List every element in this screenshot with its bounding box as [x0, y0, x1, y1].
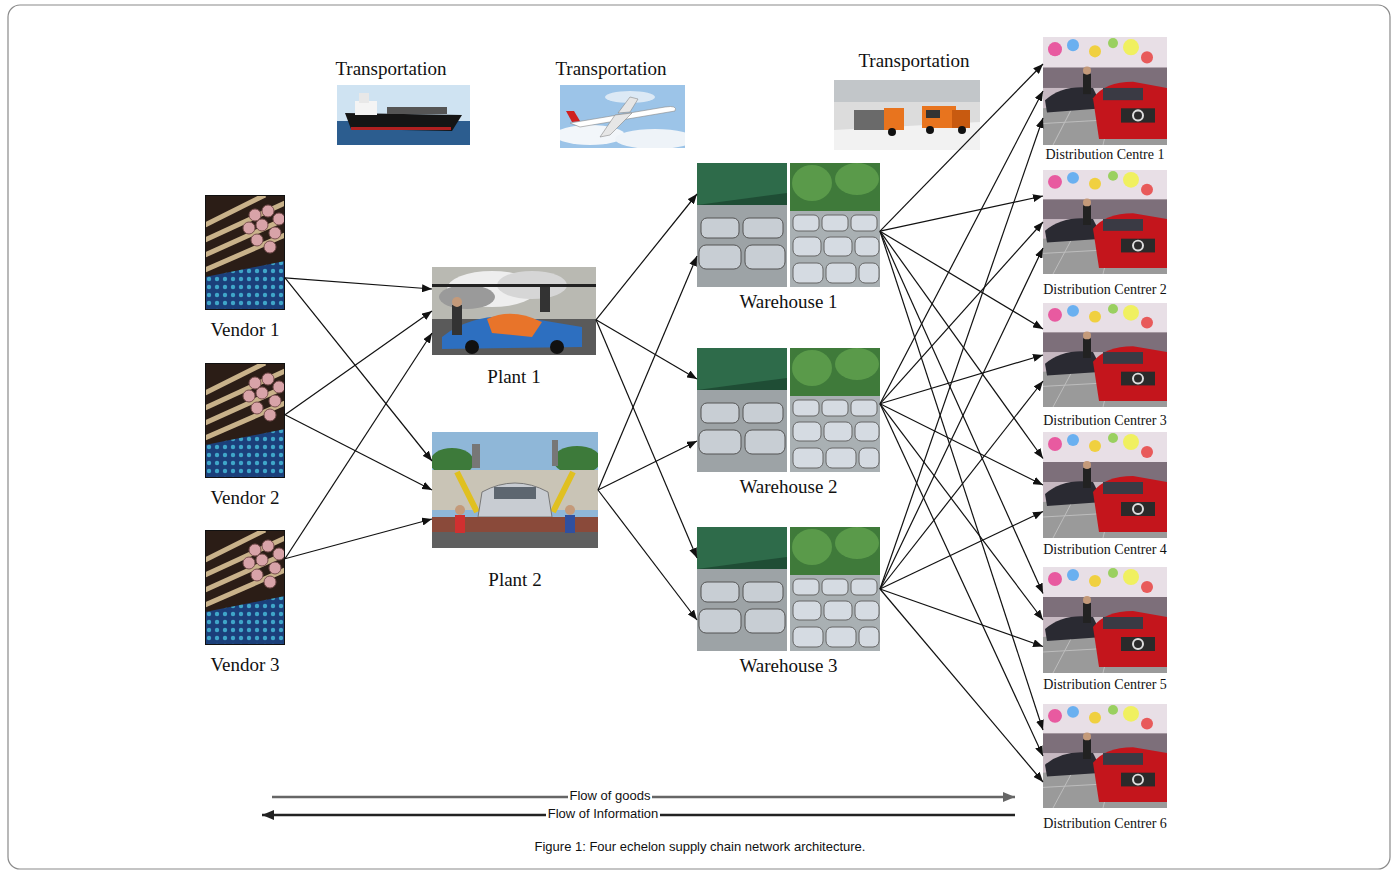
flow-arrow	[596, 320, 697, 558]
flow-arrow	[880, 196, 1043, 231]
transport-label: Transportation	[555, 58, 666, 80]
flow-arrow	[880, 231, 1043, 458]
distribution-node: Distribution Centrer 5	[1043, 567, 1167, 673]
flow-arrow	[598, 490, 697, 620]
flow-arrow	[880, 589, 1043, 782]
flow-arrow	[880, 231, 1043, 329]
node-caption: Plant 1	[487, 367, 540, 388]
flow-arrow	[285, 415, 432, 490]
flow-arrow	[880, 248, 1043, 589]
flow-arrow	[285, 519, 432, 559]
flow-arrow	[880, 512, 1043, 590]
node-caption: Warehouse 1	[739, 292, 837, 313]
vendor-node: Vendor 2	[205, 363, 285, 478]
flow-arrow	[596, 194, 697, 320]
flow-arrow	[285, 278, 432, 289]
flow-arrow	[880, 404, 1043, 485]
flow-arrow	[880, 404, 1043, 620]
distribution-node: Distribution Centrer 3	[1043, 303, 1167, 407]
flow-arrow	[880, 222, 1043, 404]
distribution-node: Distribution Centre 1	[1043, 37, 1167, 145]
flow-arrow	[596, 320, 697, 379]
flow-arrow	[880, 404, 1043, 756]
node-caption: Distribution Centrer 2	[1043, 282, 1167, 297]
node-caption: Distribution Centre 1	[1046, 147, 1165, 162]
node-caption: Distribution Centrer 5	[1043, 677, 1167, 692]
flow-arrow	[285, 278, 432, 461]
flow-arrow	[285, 333, 432, 559]
node-caption: Warehouse 2	[739, 477, 837, 498]
flow-arrow	[880, 381, 1043, 589]
vendor-node: Vendor 1	[205, 195, 285, 310]
flow-arrow	[880, 64, 1043, 231]
warehouse-node: Warehouse 1	[697, 163, 880, 287]
plant-node: Plant 2	[432, 432, 598, 548]
flow-label: Flow of Information	[546, 807, 661, 822]
flow-label: Flow of goods	[568, 789, 653, 804]
warehouse-node: Warehouse 2	[697, 348, 880, 472]
flow-arrow	[880, 231, 1043, 593]
flow-arrow	[880, 118, 1043, 589]
vendor-node: Vendor 3	[205, 530, 285, 645]
flow-arrow	[598, 441, 697, 490]
distribution-node: Distribution Centrer 2	[1043, 170, 1167, 274]
distribution-node: Distribution Centrer 4	[1043, 432, 1167, 538]
plant-node: Plant 1	[432, 267, 596, 355]
flow-arrow	[880, 91, 1043, 404]
node-caption: Vendor 3	[210, 655, 279, 676]
node-caption: Vendor 1	[210, 320, 279, 341]
flow-arrow	[285, 311, 432, 415]
warehouse-node: Warehouse 3	[697, 527, 880, 651]
node-caption: Distribution Centrer 4	[1043, 542, 1167, 557]
transport-label: Transportation	[858, 50, 969, 72]
node-caption: Warehouse 3	[739, 656, 837, 677]
node-caption: Plant 2	[488, 570, 541, 591]
figure-caption: Figure 1: Four echelon supply chain netw…	[535, 840, 866, 855]
transport-label: Transportation	[335, 58, 446, 80]
node-caption: Distribution Centrer 6	[1043, 816, 1167, 831]
flow-arrow	[880, 355, 1043, 404]
flow-arrow	[880, 231, 1043, 730]
node-caption: Vendor 2	[210, 488, 279, 509]
node-caption: Distribution Centrer 3	[1043, 413, 1167, 428]
flow-arrow	[598, 256, 697, 490]
distribution-node: Distribution Centrer 6	[1043, 704, 1167, 808]
